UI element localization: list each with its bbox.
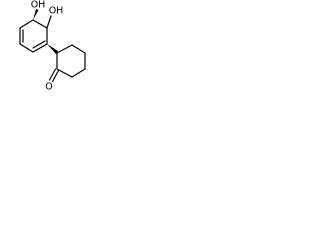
- ring2-bond-b: [71, 44, 86, 54]
- ring1-bond-d-double: [32, 40, 46, 49]
- wedge-bond-ring-link: [47, 44, 58, 54]
- carbonyl-double-bond: [48, 68, 60, 83]
- bond-oh-right: [46, 15, 52, 29]
- wedge-bond-oh-left: [33, 9, 39, 20]
- cyclohexadiene-diol-ring: [19, 19, 48, 53]
- carbonyl-bond-1: [48, 68, 57, 81]
- cyclohexanone-ring: [56, 44, 86, 78]
- ring1-bond-d: [32, 43, 48, 53]
- ring2-bond-e: [56, 68, 73, 78]
- ring2-bond-d: [71, 68, 86, 78]
- chemical-structure: OH OH O: [19, 0, 86, 93]
- atom-label-oh-left: OH: [31, 0, 46, 11]
- ring1-bond-a: [19, 19, 34, 29]
- atom-label-oh-right: OH: [49, 6, 64, 17]
- carbonyl-bond-2: [51, 69, 60, 83]
- ring2-bond-a: [56, 44, 73, 54]
- ring1-bond-f: [32, 19, 48, 29]
- atom-label-carbonyl-oxygen: O: [45, 82, 52, 93]
- hydroxyl-bonds: [33, 9, 52, 29]
- ring1-bond-c: [19, 43, 34, 53]
